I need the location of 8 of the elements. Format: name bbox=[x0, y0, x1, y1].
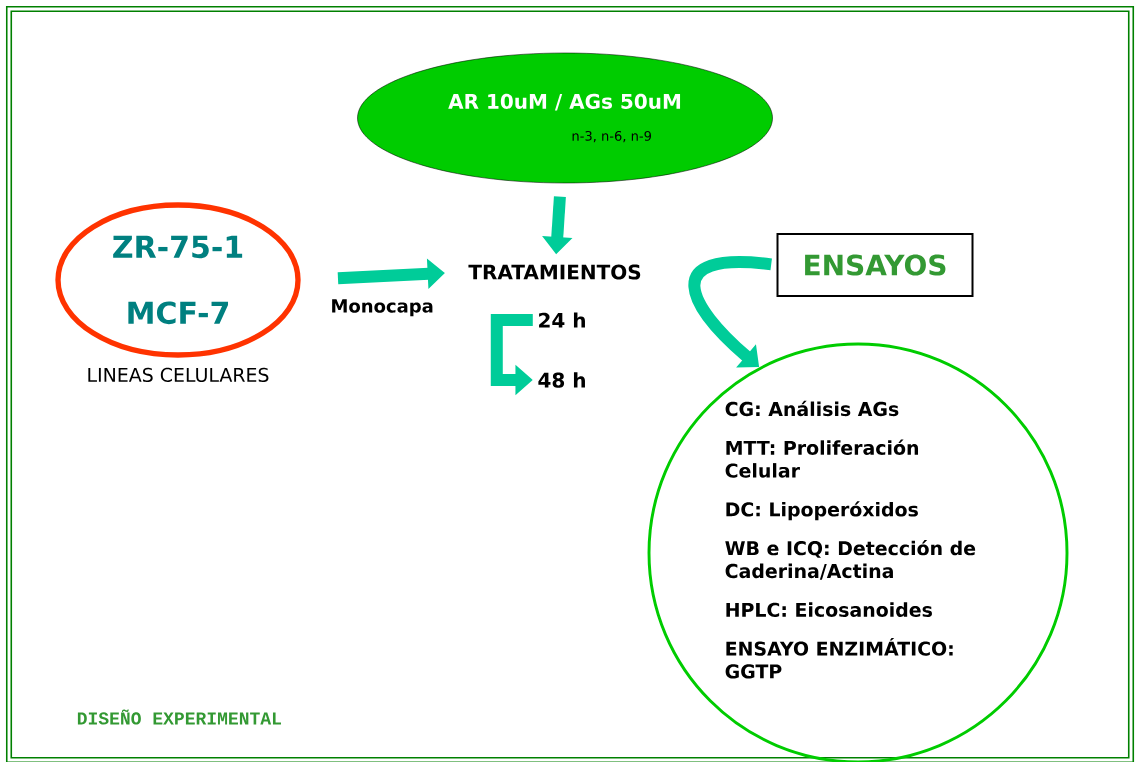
block-arrow bbox=[688, 256, 772, 368]
caption-text: LINEAS CELULARES bbox=[88, 367, 269, 383]
duration-text: 48 h bbox=[538, 372, 585, 388]
assay-box: ENSAYOS bbox=[776, 233, 974, 297]
step-text: TRATAMIENTOS bbox=[468, 264, 641, 280]
heading-text: DISEÑO EXPERIMENTAL bbox=[77, 709, 281, 725]
duration-text: 24 h bbox=[539, 312, 585, 328]
edge-label: Monocapa bbox=[332, 299, 433, 317]
